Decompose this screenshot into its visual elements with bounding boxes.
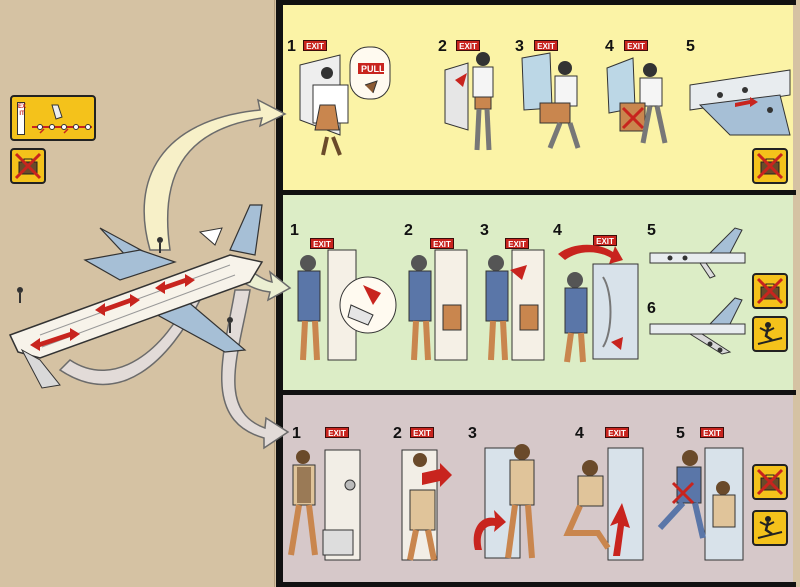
- overwing-step-2-exit-sign: EXIT: [456, 40, 480, 51]
- exit-strip: EXIT: [17, 102, 27, 135]
- seat-row-icon: [32, 104, 92, 134]
- front-slide: [20, 348, 61, 389]
- rear-step-1-illustration: [297, 249, 397, 361]
- cabin-arrow-front: [30, 328, 80, 351]
- cabin-arrow-rear: [155, 274, 195, 294]
- rear-step-1-exit-sign: EXIT: [310, 238, 334, 249]
- no-luggage-icon: [752, 148, 788, 184]
- vertical-tail: [229, 204, 263, 256]
- no-luggage-icon: [10, 148, 46, 184]
- no-luggage-icon: [752, 273, 788, 309]
- jump-slide-icon: [752, 510, 788, 546]
- rear-step-4-number: 4: [553, 222, 562, 239]
- overwing-step-1-exit-sign: EXIT: [303, 40, 327, 51]
- pull-handle-label: PULL: [361, 64, 385, 74]
- jump-slide-icon: [752, 316, 788, 352]
- front-step-1-exit-sign: EXIT: [325, 427, 349, 438]
- rear-step-3-exit-sign: EXIT: [505, 238, 529, 249]
- front-step-5-exit-sign: EXIT: [700, 427, 724, 438]
- overwing-step-4-exit-sign: EXIT: [624, 40, 648, 51]
- rear-step-3-number: 3: [480, 222, 489, 239]
- front-step-4-number: 4: [575, 425, 584, 442]
- overwing-step-1-illustration: PULL: [299, 46, 391, 156]
- separator-1: [276, 190, 796, 195]
- arrow-to-front-exit: [221, 289, 290, 450]
- rear-step-5-number: 5: [647, 222, 656, 239]
- rear-step-6-illustration: [649, 297, 746, 355]
- exit-strip-label: EXIT: [18, 104, 27, 117]
- tail-cone: [198, 227, 223, 246]
- rear-step-2-illustration: [408, 249, 468, 361]
- separator-top: [276, 0, 796, 5]
- front-step-3-number: 3: [468, 425, 477, 442]
- front-step-5-number: 5: [676, 425, 685, 442]
- front-step-2-number: 2: [393, 425, 402, 442]
- left-wing: [83, 249, 177, 281]
- front-step-1-illustration: [288, 449, 361, 561]
- front-step-1-number: 1: [292, 425, 301, 442]
- overwing-step-3-illustration: [521, 52, 581, 149]
- no-luggage-icon: [752, 464, 788, 500]
- rear-step-4-illustration: [558, 244, 639, 363]
- rear-step-1-number: 1: [290, 222, 299, 239]
- front-step-2-exit-sign: EXIT: [410, 427, 434, 438]
- overwing-step-3-number: 3: [515, 38, 524, 55]
- front-step-4-exit-sign: EXIT: [605, 427, 629, 438]
- overwing-step-4-number: 4: [605, 38, 614, 55]
- person-1: [17, 287, 23, 293]
- front-step-5-illustration: [657, 447, 744, 561]
- overwing-step-5-illustration: [689, 69, 791, 136]
- separator-bottom: [276, 582, 796, 587]
- front-step-2-illustration: [401, 449, 452, 561]
- rear-step-5-illustration: [649, 227, 746, 279]
- person-3: [157, 237, 163, 243]
- rear-step-4-exit-sign: EXIT: [593, 235, 617, 246]
- rear-step-3-illustration: [485, 249, 545, 361]
- front-step-3-illustration: [473, 444, 535, 559]
- rear-step-6-number: 6: [647, 300, 656, 317]
- arrow-to-overwing-exit: [143, 98, 287, 251]
- cabin-arrow-mid: [95, 294, 140, 316]
- overwing-step-2-illustration: [444, 52, 494, 151]
- rear-step-2-exit-sign: EXIT: [430, 238, 454, 249]
- overwing-step-1-number: 1: [287, 38, 296, 55]
- aircraft-overview: [8, 98, 292, 450]
- separator-2: [276, 390, 796, 395]
- front-step-4-illustration: [563, 447, 644, 561]
- person-2: [227, 317, 233, 323]
- overwing-step-5-number: 5: [686, 38, 695, 55]
- overwing-step-2-number: 2: [438, 38, 447, 55]
- rear-step-2-number: 2: [404, 222, 413, 239]
- exit-row-diagram: EXIT: [10, 95, 96, 141]
- overwing-step-4-illustration: [606, 57, 668, 144]
- overwing-step-3-exit-sign: EXIT: [534, 40, 558, 51]
